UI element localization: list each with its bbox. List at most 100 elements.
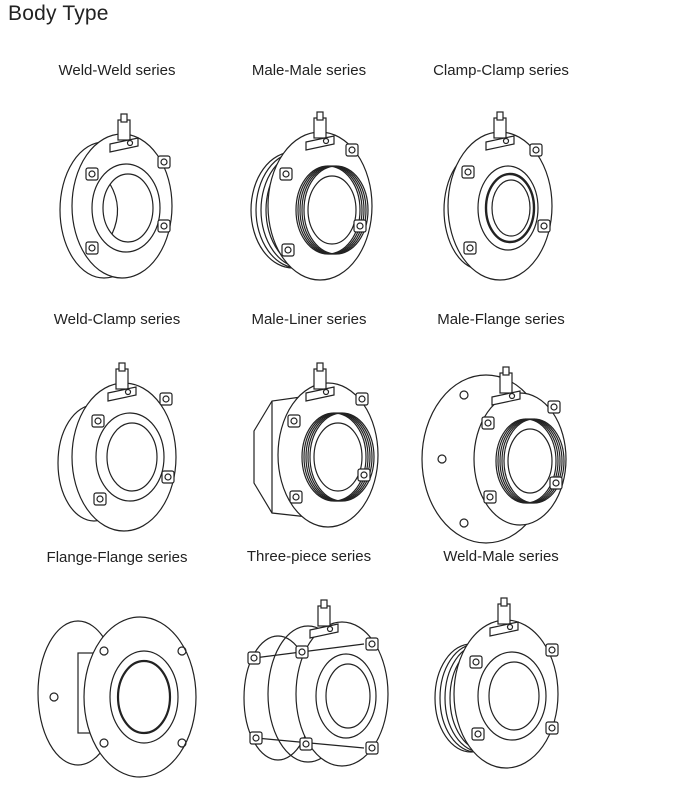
bolt-head: [295, 645, 309, 659]
valve-drawing-weld-weld: [59, 113, 173, 279]
clamp-ring: [484, 172, 536, 244]
bolt-head: [357, 468, 371, 482]
lock-hole: [326, 625, 334, 633]
bore-outer: [109, 650, 179, 744]
bolt-head: [483, 490, 497, 504]
bolt-head: [93, 492, 107, 506]
clamp-ferrule: [477, 165, 539, 251]
bolt-head: [463, 241, 477, 255]
bolt-center: [292, 493, 300, 501]
stem-top: [316, 111, 324, 121]
bolt-head: [545, 643, 559, 657]
valve-drawing-weld-male: [434, 597, 559, 769]
bolt-center: [290, 417, 298, 425]
bolt-head: [471, 727, 485, 741]
item-label: Three-piece series: [246, 548, 372, 565]
lock-tab: [489, 621, 519, 637]
front-flange: [453, 619, 559, 769]
bolt-head: [345, 143, 359, 157]
valve-stem: [117, 119, 131, 141]
bore-inner: [102, 173, 154, 243]
lock-tab: [485, 135, 515, 151]
bore-inner: [491, 179, 531, 237]
bolt-center: [368, 744, 376, 752]
front-flange: [83, 616, 197, 778]
item-label: Weld-Weld series: [58, 62, 176, 79]
bolt-head: [85, 241, 99, 255]
bolt-head: [365, 637, 379, 651]
thread-ring: [309, 412, 375, 502]
body-type-item-male-flange: Male-Flange series: [396, 311, 606, 551]
lock-tab: [107, 386, 137, 402]
bolt-center: [552, 479, 560, 487]
bolt-center: [486, 493, 494, 501]
tie-rod: [253, 643, 365, 659]
bolt-head: [461, 165, 475, 179]
bolt-center: [164, 473, 172, 481]
bolt-center: [162, 395, 170, 403]
bore-inner: [116, 659, 172, 735]
lock-hole: [126, 139, 134, 147]
item-label: Male-Male series: [251, 62, 367, 79]
lock-hole: [322, 388, 330, 396]
body-type-grid: Weld-Weld series Male-Male series Clamp-…: [12, 62, 606, 778]
bolt-head: [481, 416, 495, 430]
valve-drawing-male-liner: [253, 362, 379, 528]
bore-outer: [477, 651, 547, 741]
bolt-center: [356, 222, 364, 230]
lock-tab: [109, 137, 139, 153]
stem-top: [120, 113, 128, 123]
bolt-head: [545, 721, 559, 735]
bolt-head: [365, 741, 379, 755]
bore-inner: [106, 422, 158, 492]
bore-inner: [307, 175, 357, 245]
bolt-head: [299, 737, 313, 751]
valve-stem: [313, 368, 327, 390]
stem-top: [320, 599, 328, 609]
bolt-head: [249, 731, 263, 745]
bolt-center: [160, 158, 168, 166]
valve-stem: [497, 603, 511, 625]
bolt-center: [474, 730, 482, 738]
flange-hole: [177, 738, 187, 748]
bolt-head: [161, 470, 175, 484]
bolt-center: [88, 244, 96, 252]
thread-ring: [303, 165, 369, 255]
bore-inner: [313, 422, 363, 492]
valve-drawing-weld-clamp: [57, 362, 177, 532]
stem-top: [496, 111, 504, 121]
bolt-head: [159, 392, 173, 406]
bolt-center: [540, 222, 548, 230]
valve-stem: [493, 117, 507, 139]
bolt-center: [532, 146, 540, 154]
bolt-head: [353, 219, 367, 233]
bolt-center: [348, 146, 356, 154]
bolt-head: [91, 414, 105, 428]
item-label: Flange-Flange series: [46, 549, 188, 566]
bolt-center: [368, 640, 376, 648]
body-type-item-three-piece: Three-piece series: [204, 548, 414, 788]
bolt-center: [472, 658, 480, 666]
bolt-center: [302, 740, 310, 748]
flange-hole: [99, 738, 109, 748]
bore-inner: [507, 428, 553, 494]
flange-hole: [459, 518, 469, 528]
valve-stem: [499, 372, 513, 394]
body-type-item-clamp-clamp: Clamp-Clamp series: [396, 62, 606, 302]
bore-inner: [325, 663, 371, 729]
bolt-center: [548, 724, 556, 732]
lock-hole: [124, 388, 132, 396]
body-type-item-weld-male: Weld-Male series: [396, 548, 606, 788]
bolt-head: [287, 414, 301, 428]
body-type-item-weld-clamp: Weld-Clamp series: [12, 311, 222, 551]
lock-hole: [508, 392, 516, 400]
bolt-center: [160, 222, 168, 230]
flange-hole: [49, 692, 59, 702]
bolt-head: [549, 476, 563, 490]
bolt-center: [360, 471, 368, 479]
bolt-center: [358, 395, 366, 403]
bolt-center: [466, 244, 474, 252]
valve-drawing-flange-flange: [37, 616, 197, 778]
lock-tab: [305, 135, 335, 151]
bolt-head: [355, 392, 369, 406]
